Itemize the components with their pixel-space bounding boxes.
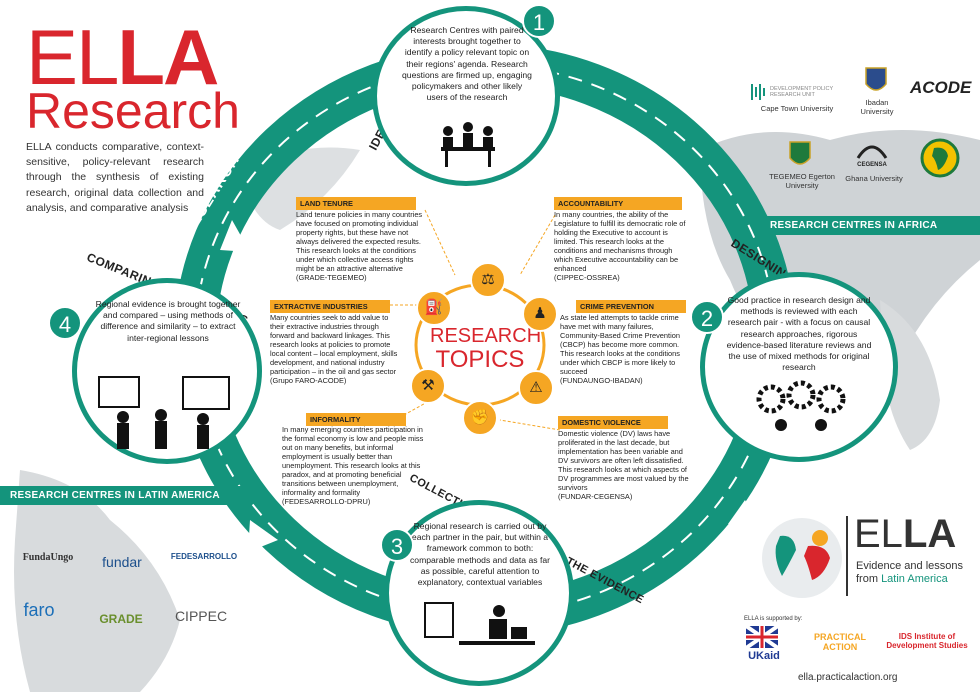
research-topics-title: RESEARCH TOPICS bbox=[430, 325, 542, 373]
ukaid-logo: UKaid bbox=[748, 650, 780, 662]
informality-credit: (FEDESARROLLO-DPRU) bbox=[282, 497, 371, 507]
informality-title: INFORMALITY bbox=[306, 413, 406, 426]
practical-action-logo: PRACTICAL ACTION bbox=[814, 632, 866, 652]
grade-logo: GRADE bbox=[99, 612, 143, 626]
fedesarrollo-logo: FEDESARROLLO bbox=[170, 552, 238, 561]
step-4-circle: Regional evidence is brought together an… bbox=[72, 278, 262, 464]
footer-ella-logo: ELLA bbox=[854, 514, 956, 554]
ids-logo: IDS Institute of Development Studies bbox=[886, 632, 968, 650]
land-tenure-body: Land tenure policies in many countries h… bbox=[296, 210, 423, 274]
step-3-text: Regional research is carried out by each… bbox=[410, 521, 550, 587]
acode-logo: ACODE bbox=[910, 78, 972, 97]
domestic-violence-title: DOMESTIC VIOLENCE bbox=[558, 416, 668, 429]
tegemeo-egerton-label: TEGEMEO Egerton University bbox=[769, 172, 835, 190]
ring-arrow-icon bbox=[728, 500, 760, 528]
research-topics-title-line1: RESEARCH bbox=[430, 325, 542, 347]
footer-tagline-from: from bbox=[856, 573, 882, 586]
uk-flag-icon bbox=[746, 626, 778, 648]
land-tenure-panel: Land tenure policies in many countries h… bbox=[296, 210, 424, 282]
step-2-circle: Good practice in research design and met… bbox=[700, 272, 898, 462]
footer-ella-la: LA bbox=[902, 512, 957, 556]
ibadan-crest-icon bbox=[865, 67, 887, 91]
step-2-text: Good practice in research design and met… bbox=[726, 295, 872, 373]
extractive-industries-title: EXTRACTIVE INDUSTRIES bbox=[270, 300, 390, 313]
footer-tagline-line2: from Latin America bbox=[856, 573, 963, 586]
footer-tagline-latam: Latin America bbox=[881, 573, 948, 586]
cegensa-logo-text: CEGENSA bbox=[857, 162, 887, 168]
accountability-panel: In many countries, the ability of the Le… bbox=[554, 210, 686, 282]
accountability-body: In many countries, the ability of the Le… bbox=[554, 210, 686, 274]
ella-title-la: LA bbox=[117, 13, 219, 101]
footer-tagline-line1: Evidence and lessons bbox=[856, 560, 964, 572]
crime-prevention-credit: (FUNDAUNGO-IBADAN) bbox=[560, 376, 643, 386]
cegensa-logo-icon bbox=[856, 145, 888, 159]
ella-globe-icon bbox=[762, 518, 842, 598]
extractive-industries-body: Many countries seek to add value to thei… bbox=[270, 313, 398, 377]
gears-thinking-icon bbox=[756, 380, 846, 431]
ossrea-logo-icon bbox=[920, 138, 960, 178]
land-tenure-icon: ⚖ bbox=[470, 262, 506, 298]
tegemeo-crest-icon bbox=[789, 141, 811, 165]
step-1-number: 1 bbox=[522, 4, 556, 38]
dpru-logo-icon bbox=[751, 84, 765, 100]
ella-title-el: EL bbox=[26, 13, 119, 101]
ring-arrow-icon bbox=[220, 220, 250, 252]
domestic-violence-panel: Domestic violence (DV) laws have prolife… bbox=[558, 429, 690, 501]
ghana-university-label: Ghana University bbox=[845, 174, 903, 183]
informality-body: In many emerging countries participation… bbox=[282, 425, 424, 498]
domestic-violence-credit: (FUNDAR-CEGENSA) bbox=[558, 492, 633, 502]
step-4-number: 4 bbox=[48, 306, 82, 340]
website-link[interactable]: ella.practicalaction.org bbox=[798, 672, 898, 683]
footer-tagline: Evidence and lessons from Latin America bbox=[856, 560, 963, 586]
fundar-logo: fundar bbox=[102, 554, 142, 570]
meeting-people-icon bbox=[441, 122, 495, 167]
ella-logo-title: ELLA bbox=[26, 18, 219, 96]
crime-prevention-panel: As state led attempts to tackle crime ha… bbox=[560, 313, 690, 385]
extractive-industries-panel: Many countries seek to add value to thei… bbox=[270, 313, 404, 385]
research-topics-title-line2: TOPICS bbox=[435, 346, 525, 373]
domestic-violence-icon: ✊ bbox=[462, 400, 498, 436]
fundaungo-logo: FundaUngo bbox=[22, 552, 74, 563]
latam-region-label: RESEARCH CENTRES IN LATIN AMERICA bbox=[0, 486, 250, 505]
accountability-title: ACCOUNTABILITY bbox=[554, 197, 682, 210]
accountability-icon: ♟ bbox=[522, 296, 558, 332]
extractive-industries-credit: (Grupo FARO-ACODE) bbox=[270, 376, 347, 386]
footer-divider bbox=[846, 516, 848, 596]
accountability-credit: (CIPPEC-OSSREA) bbox=[554, 273, 620, 283]
presenting-maps-icon bbox=[98, 376, 230, 449]
extractive-industries-icon: ⛽ bbox=[416, 290, 452, 326]
ibadan-university-label: Ibadan University bbox=[860, 98, 894, 116]
supported-by-label: ELLA is supported by: bbox=[744, 616, 803, 622]
researchers-desk-icon bbox=[424, 602, 535, 645]
ring-arrow-icon bbox=[248, 520, 278, 552]
step-1-circle: Research Centres with paired interests b… bbox=[372, 6, 560, 186]
dpru-logo-text: DEVELOPMENT POLICY RESEARCH UNIT bbox=[770, 86, 834, 98]
africa-region-label: RESEARCH CENTRES IN AFRICA bbox=[760, 216, 980, 235]
step-3-number: 3 bbox=[380, 528, 414, 562]
informality-icon: ⚒ bbox=[410, 368, 446, 404]
land-tenure-credit: (GRADE-TEGEMEO) bbox=[296, 273, 367, 283]
step-2-number: 2 bbox=[690, 300, 724, 334]
cape-town-university-label: Cape Town University bbox=[760, 104, 834, 113]
faro-logo: faro bbox=[23, 600, 55, 620]
step-4-text: Regional evidence is brought together an… bbox=[95, 299, 241, 343]
crime-prevention-body: As state led attempts to tackle crime ha… bbox=[560, 313, 680, 377]
research-subtitle: Research bbox=[26, 83, 240, 139]
crime-prevention-title: CRIME PREVENTION bbox=[576, 300, 686, 313]
step-1-text: Research Centres with paired interests b… bbox=[402, 25, 532, 103]
informality-panel: In many emerging countries participation… bbox=[282, 425, 424, 506]
crime-prevention-icon: ⚠ bbox=[518, 370, 554, 406]
land-tenure-title: LAND TENURE bbox=[296, 197, 416, 210]
cippec-logo: CIPPEC bbox=[174, 608, 228, 624]
ring-arrow-icon bbox=[640, 140, 668, 176]
footer-ella-el: EL bbox=[854, 512, 903, 556]
intro-paragraph: ELLA conducts comparative, context-sensi… bbox=[26, 141, 204, 214]
step-3-circle: Regional research is carried out by each… bbox=[384, 500, 574, 686]
domestic-violence-body: Domestic violence (DV) laws have prolife… bbox=[558, 429, 689, 493]
